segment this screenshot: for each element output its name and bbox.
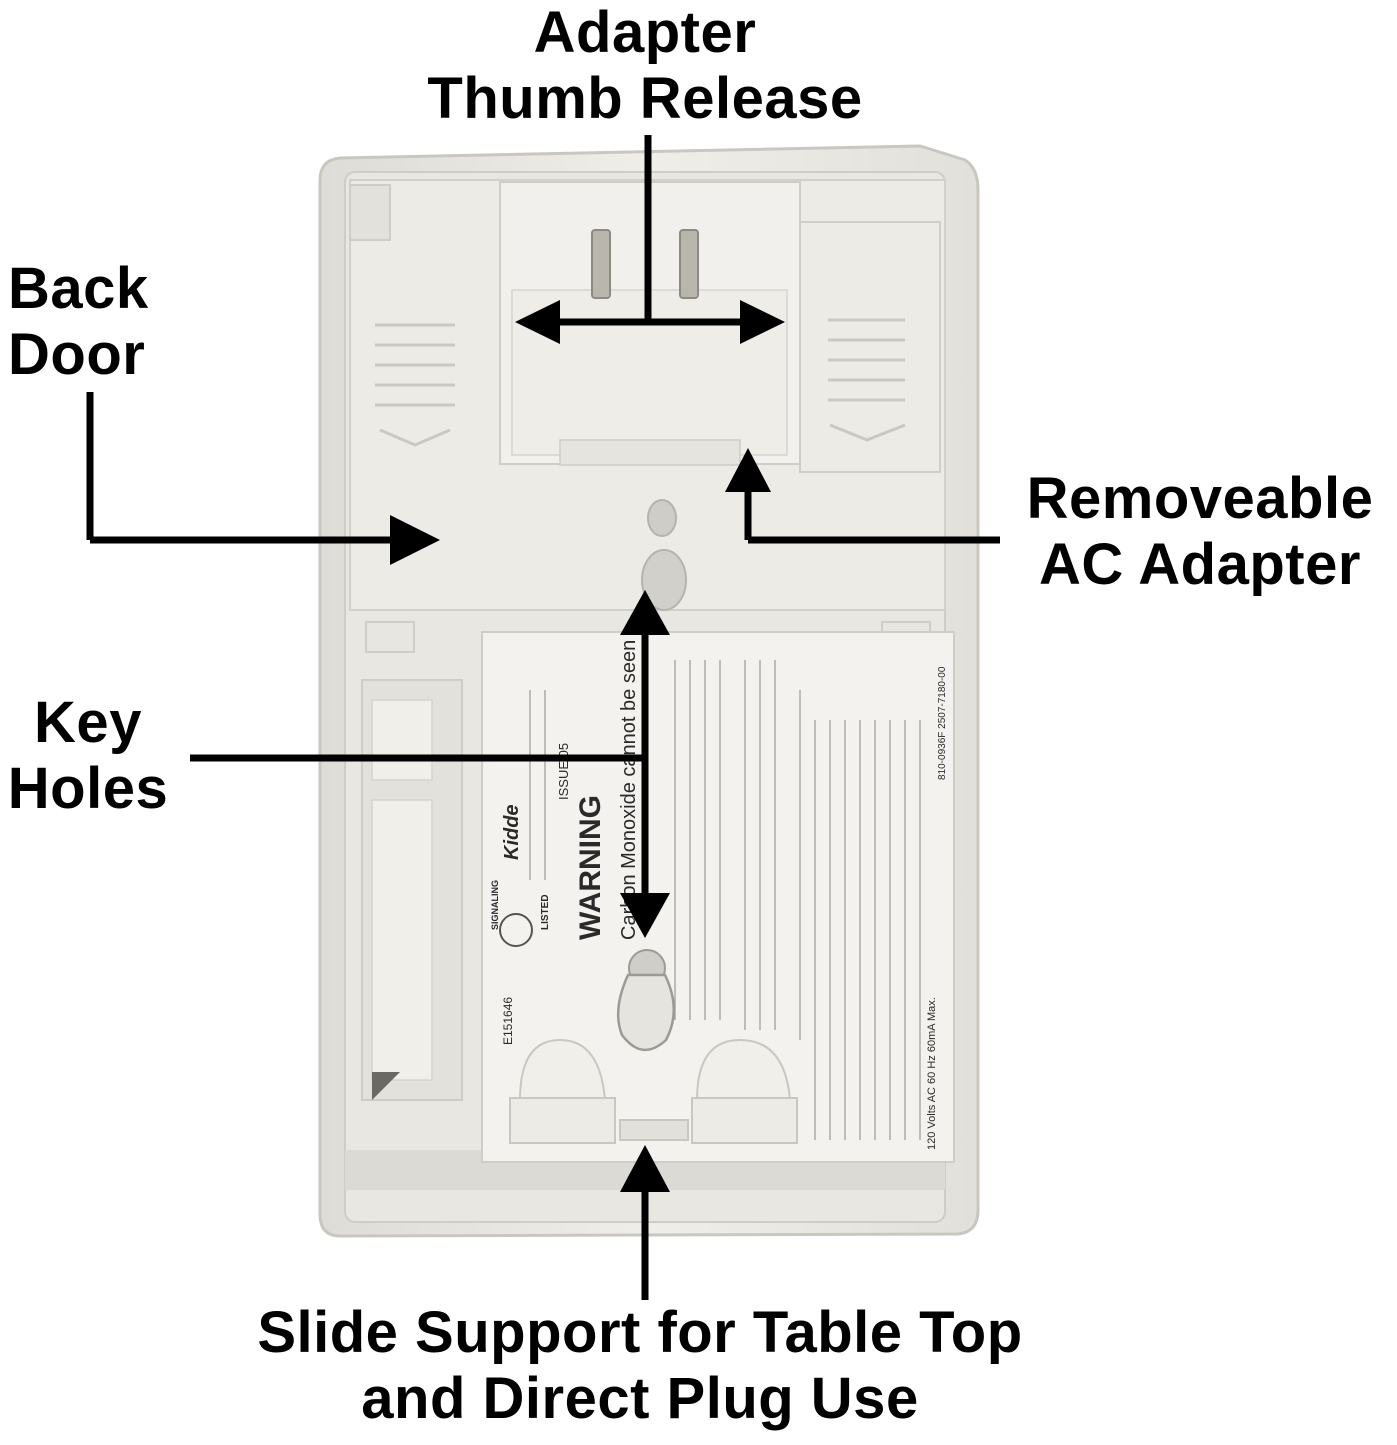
ul-logo — [499, 913, 533, 947]
side-slot — [361, 621, 931, 1101]
label-fine-print — [529, 660, 921, 1140]
label-warning-title: WARNING — [574, 795, 607, 940]
callout-slide-support-line1: Slide Support for Table Top — [257, 1300, 1023, 1365]
callout-removeable-ac-adapter-line1: Removeable — [1026, 466, 1374, 531]
upper-key-hole — [641, 499, 687, 611]
plug-prong-left — [591, 229, 611, 299]
arrow-slide-support — [620, 1145, 670, 1300]
callout-removeable-ac-adapter-line2: AC Adapter — [1039, 532, 1361, 597]
callout-back-door: Back Door — [8, 256, 149, 388]
callout-adapter-thumb-release: Adapter Thumb Release — [400, 0, 890, 132]
label-listed: LISTED — [540, 894, 551, 930]
slide-support — [509, 1038, 798, 1144]
label-ac-rating: 120 Volts AC 60 Hz 60mA Max. — [926, 997, 938, 1150]
callout-adapter-thumb-release-line2: Thumb Release — [427, 66, 863, 131]
callout-back-door-line1: Back — [8, 256, 149, 321]
label-part-number: 810-0936F 2507-7180-00 — [937, 666, 948, 780]
label-signaling: SIGNALING — [490, 880, 500, 930]
label-carbon-monoxide: Carbon Monoxide cannot be seen — [618, 640, 640, 940]
callout-adapter-thumb-release-line1: Adapter — [533, 0, 757, 65]
callout-removeable-ac-adapter: Removeable AC Adapter — [1005, 466, 1395, 598]
callout-slide-support-line2: and Direct Plug Use — [361, 1366, 919, 1431]
callout-key-holes-line1: Key — [34, 690, 142, 755]
right-vent — [828, 318, 906, 442]
callout-back-door-line2: Door — [8, 322, 146, 387]
callout-key-holes: Key Holes — [0, 690, 176, 822]
plug-prong-right — [679, 229, 699, 299]
label-issue: ISSUE 05 — [556, 743, 571, 800]
callout-key-holes-line2: Holes — [7, 756, 169, 821]
arrow-back-door — [86, 392, 440, 565]
arrow-adapter-thumb-release — [515, 135, 785, 344]
label-listing-number: E151646 — [501, 997, 515, 1045]
label-brand: Kidde — [501, 804, 523, 860]
arrow-key-holes — [190, 590, 670, 938]
callout-slide-support: Slide Support for Table Top and Direct P… — [180, 1300, 1100, 1432]
left-vent — [375, 323, 455, 447]
arrow-removeable-ac-adapter — [725, 448, 1000, 544]
lower-key-hole — [616, 949, 675, 1051]
